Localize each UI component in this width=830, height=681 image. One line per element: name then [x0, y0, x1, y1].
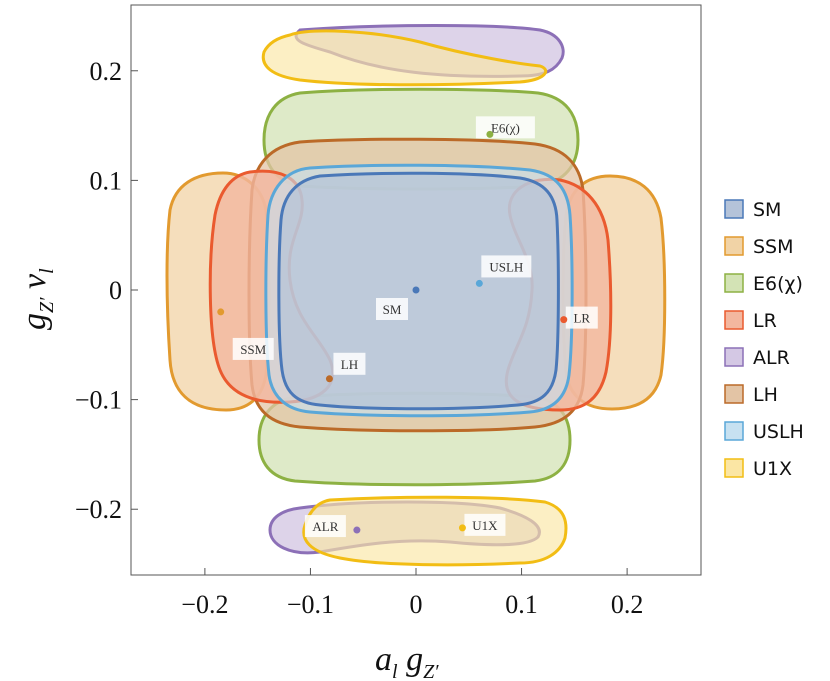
- legend-swatch: [724, 310, 744, 330]
- legend-swatch: [724, 236, 744, 256]
- point-label: U1X: [472, 518, 498, 533]
- point-label-box: [376, 298, 408, 320]
- point-label-box: [304, 515, 346, 538]
- legend: SM SSM E6(χ) LR ALR LH USLH U1X: [724, 199, 804, 480]
- point-label: SSM: [240, 342, 266, 357]
- point-marker: [458, 524, 466, 532]
- point-label: E6(χ): [491, 120, 520, 135]
- legend-label: U1X: [753, 458, 792, 480]
- legend-label: SSM: [753, 236, 794, 258]
- point-label: ALR: [312, 519, 338, 534]
- y-tick-label: −0.2: [75, 495, 122, 524]
- y-tick-label: 0.1: [90, 166, 123, 195]
- legend-label: LH: [753, 384, 778, 406]
- point-label-box: [232, 337, 274, 360]
- point-label: SM: [383, 302, 402, 317]
- legend-swatch: [724, 458, 744, 478]
- x-tick-label: 0.2: [611, 590, 644, 619]
- legend-label: USLH: [753, 421, 804, 443]
- point-label: LH: [341, 357, 358, 372]
- point-label-box: [565, 306, 598, 329]
- point-marker: [412, 286, 420, 294]
- plot-area: [165, 24, 667, 567]
- region-u1x-top: [261, 29, 548, 87]
- point-marker: [475, 279, 483, 287]
- legend-swatch: [724, 384, 744, 404]
- legend-swatch: [724, 421, 744, 441]
- x-tick-label: 0: [410, 590, 423, 619]
- point-label-box: [333, 352, 366, 375]
- point-marker: [325, 375, 333, 383]
- point-label-box: [464, 513, 506, 536]
- point-marker: [560, 316, 568, 324]
- y-tick-label: 0.2: [90, 57, 123, 86]
- legend-label: ALR: [753, 347, 790, 369]
- y-axis-ticks: 0.2 0.1 0 −0.1 −0.2: [75, 57, 138, 524]
- x-axis-ticks: −0.2 −0.1 0 0.1 0.2: [181, 568, 643, 619]
- y-tick-label: 0: [109, 276, 122, 305]
- legend-label: SM: [753, 199, 781, 221]
- point-label-box: [481, 255, 532, 278]
- legend-swatch: [724, 199, 744, 219]
- x-tick-label: −0.1: [287, 590, 334, 619]
- x-tick-label: −0.2: [181, 590, 228, 619]
- y-tick-label: −0.1: [75, 386, 122, 415]
- point-marker: [353, 526, 361, 534]
- legend-swatch: [724, 273, 744, 293]
- x-axis-label: al gZ′: [375, 641, 439, 681]
- points-layer: SM SSM E6(χ) LR ALR LH USLH U1X: [217, 116, 598, 538]
- point-label: LR: [573, 311, 590, 326]
- point-marker: [217, 308, 225, 316]
- point-marker: [486, 130, 494, 138]
- y-axis-label: gZ′ vl: [16, 268, 58, 330]
- legend-label: E6(χ): [753, 273, 803, 295]
- x-tick-label: 0.1: [505, 590, 538, 619]
- point-label: USLH: [489, 259, 523, 274]
- legend-swatch: [724, 347, 744, 367]
- legend-label: LR: [753, 310, 777, 332]
